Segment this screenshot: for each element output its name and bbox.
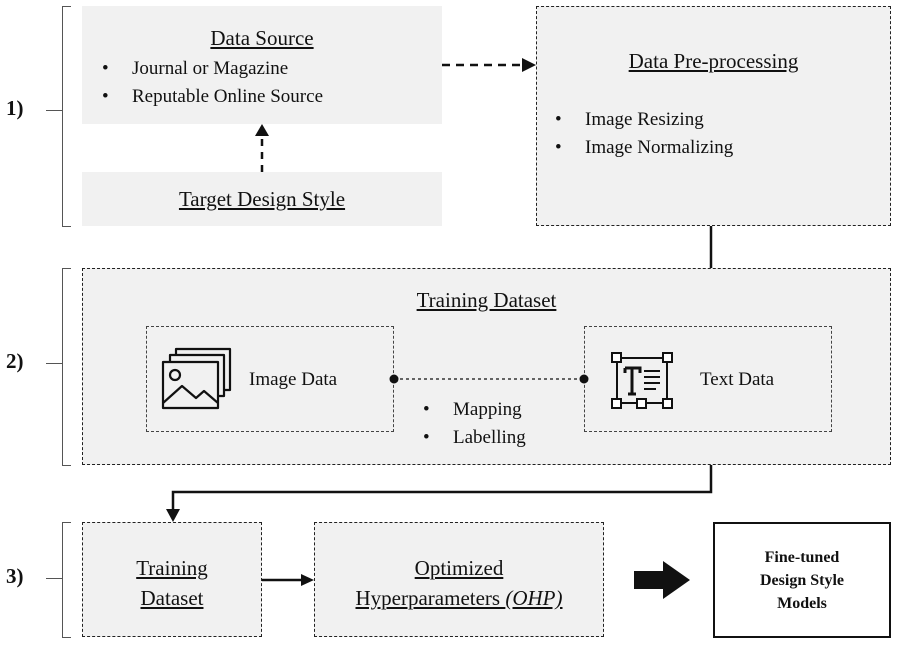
training-to-stage3-arrow xyxy=(166,465,713,522)
data-source-box: Data Source Journal or Magazine Reputabl… xyxy=(82,6,442,124)
stage3-training-line1: Training xyxy=(136,556,208,580)
stage3-training-dataset-box: Training Dataset xyxy=(82,522,262,637)
stage-2-label: 2) xyxy=(6,349,24,373)
preprocessing-item: Image Normalizing xyxy=(555,137,733,159)
model-line: Fine-tuned xyxy=(764,549,840,566)
preprocessing-title: Data Pre-processing xyxy=(628,49,799,73)
fine-tuned-models-label: Fine-tuned Design Style Models xyxy=(715,546,889,615)
optimized-hyperparameters-box: Optimized Hyperparameters (OHP) xyxy=(314,522,604,637)
data-source-title: Data Source xyxy=(210,26,314,50)
bold-right-arrow-icon xyxy=(634,561,690,599)
ohp-text: Hyperparameters xyxy=(355,586,506,610)
model-line: Models xyxy=(777,595,827,612)
target-design-style-title: Target Design Style xyxy=(178,187,346,211)
ohp-line2: Hyperparameters (OHP) xyxy=(315,586,603,611)
stage-1-label: 1) xyxy=(6,96,24,120)
preprocessing-item: Image Resizing xyxy=(555,109,704,131)
ohp-line1: Optimized xyxy=(414,556,504,580)
target-to-source-arrow xyxy=(255,124,269,172)
stage-1-tick xyxy=(46,110,62,111)
target-design-style-box: Target Design Style xyxy=(82,172,442,226)
stage-1-bracket xyxy=(62,6,71,227)
image-data-label: Image Data xyxy=(249,369,338,390)
stage3-training-line2: Dataset xyxy=(140,586,204,610)
dataset-to-ohp-arrow xyxy=(262,574,314,586)
model-line: Design Style xyxy=(760,572,844,589)
data-source-item: Reputable Online Source xyxy=(102,86,323,108)
text-data-label: Text Data xyxy=(700,369,775,390)
fine-tuned-models-box: Fine-tuned Design Style Models xyxy=(713,522,891,638)
stage-3-tick xyxy=(46,578,62,579)
training-item: Labelling xyxy=(423,427,526,449)
data-source-item: Journal or Magazine xyxy=(102,58,288,80)
stage-3-label: 3) xyxy=(6,564,24,588)
source-to-preprocessing-arrow xyxy=(442,58,536,72)
ohp-abbreviation: (OHP) xyxy=(505,586,563,610)
training-item: Mapping xyxy=(423,399,521,421)
training-dataset-title: Training Dataset xyxy=(416,288,557,312)
stage-3-bracket xyxy=(62,522,71,638)
preprocessing-box: Data Pre-processing Image Resizing Image… xyxy=(536,6,891,226)
stage-2-bracket xyxy=(62,268,71,466)
stage-2-tick xyxy=(46,363,62,364)
